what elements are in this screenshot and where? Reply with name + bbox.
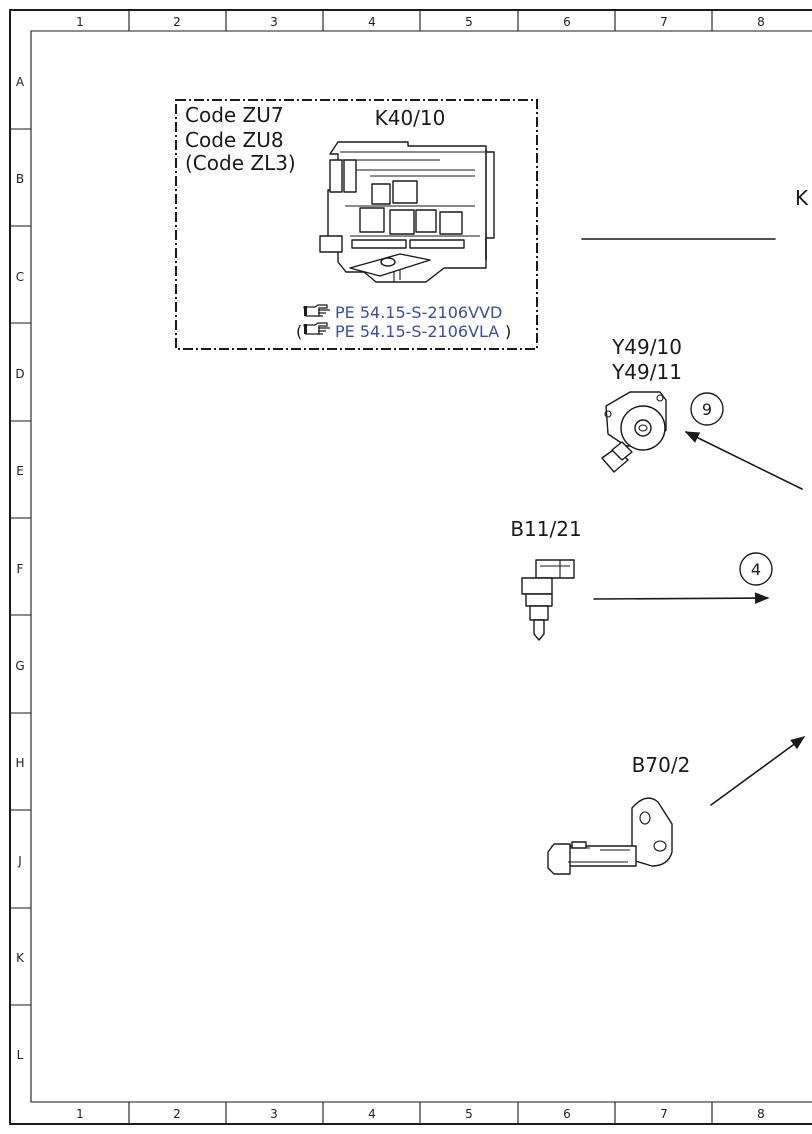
callout-number: 9 xyxy=(702,400,712,419)
col-label: 4 xyxy=(368,1107,376,1121)
reference-link-vvd[interactable]: PE 54.15-S-2106VVD xyxy=(335,303,502,322)
col-label: 8 xyxy=(757,15,765,29)
col-label: 1 xyxy=(76,1107,84,1121)
row-label: H xyxy=(15,756,24,770)
close-paren: ) xyxy=(505,322,511,341)
col-label: 5 xyxy=(465,15,473,29)
b70-2-label: B70/2 xyxy=(632,753,691,777)
col-label: 2 xyxy=(173,1107,181,1121)
col-label: 5 xyxy=(465,1107,473,1121)
row-label: C xyxy=(16,270,24,284)
callout-4: 4 xyxy=(739,552,773,586)
col-label: 8 xyxy=(757,1107,765,1121)
row-label: D xyxy=(15,367,24,381)
b11-21-label: B11/21 xyxy=(510,517,581,541)
row-label: B xyxy=(16,172,24,186)
inset-box-k40-10: Code ZU7 Code ZU8 (Code ZL3) K40/10 xyxy=(175,99,538,350)
reference-vla[interactable]: ( PE 54.15-S-2106VLA ) xyxy=(296,322,511,341)
fuse-relay-module-drawing xyxy=(319,141,495,283)
code-zl3-label: (Code ZL3) xyxy=(185,151,296,175)
col-label: 3 xyxy=(270,15,278,29)
component-y49: Y49/10 Y49/11 9 xyxy=(601,335,803,490)
component-b11-21: B11/21 4 xyxy=(510,517,773,641)
row-label: G xyxy=(15,659,24,673)
code-zu7-label: Code ZU7 xyxy=(185,103,284,127)
arrow-b70 xyxy=(710,736,806,806)
drawing-frame xyxy=(9,9,812,1125)
row-label: J xyxy=(17,854,22,868)
col-label: 2 xyxy=(173,15,181,29)
callout-number: 4 xyxy=(751,560,761,579)
arrow-y49 xyxy=(684,431,803,490)
y49-10-label: Y49/10 xyxy=(611,335,682,359)
temperature-sensor-drawing xyxy=(521,559,575,641)
row-label: E xyxy=(16,464,24,478)
arrow-b11 xyxy=(593,592,770,604)
col-label: 7 xyxy=(660,1107,668,1121)
callout-9: 9 xyxy=(690,392,724,426)
pointing-hand-icon xyxy=(303,322,331,335)
row-label: A xyxy=(16,75,25,89)
code-zu8-label: Code ZU8 xyxy=(185,128,284,152)
grid-columns-top: 1 2 3 4 5 6 7 8 xyxy=(76,15,765,29)
row-label: F xyxy=(17,562,24,576)
col-label: 6 xyxy=(563,15,571,29)
col-label: 7 xyxy=(660,15,668,29)
pointing-hand-icon xyxy=(303,304,331,317)
cut-off-component-label: K xyxy=(795,186,809,210)
col-label: 3 xyxy=(270,1107,278,1121)
col-label: 1 xyxy=(76,15,84,29)
row-label: K xyxy=(16,951,25,965)
reference-link-vla[interactable]: PE 54.15-S-2106VLA xyxy=(335,322,499,341)
reference-vvd[interactable]: PE 54.15-S-2106VVD xyxy=(303,303,502,322)
k40-10-label: K40/10 xyxy=(375,106,446,130)
y49-11-label: Y49/11 xyxy=(611,360,682,384)
crankshaft-sensor-drawing xyxy=(547,797,673,875)
row-label: L xyxy=(17,1048,24,1062)
component-b70-2: B70/2 xyxy=(547,736,806,875)
open-paren: ( xyxy=(296,322,302,341)
col-label: 6 xyxy=(563,1107,571,1121)
col-label: 4 xyxy=(368,15,376,29)
grid-rows: A B C D E F G H J K L xyxy=(15,75,25,1062)
camshaft-solenoid-drawing xyxy=(601,391,667,473)
grid-columns-bottom: 1 2 3 4 5 6 7 8 xyxy=(76,1107,765,1121)
